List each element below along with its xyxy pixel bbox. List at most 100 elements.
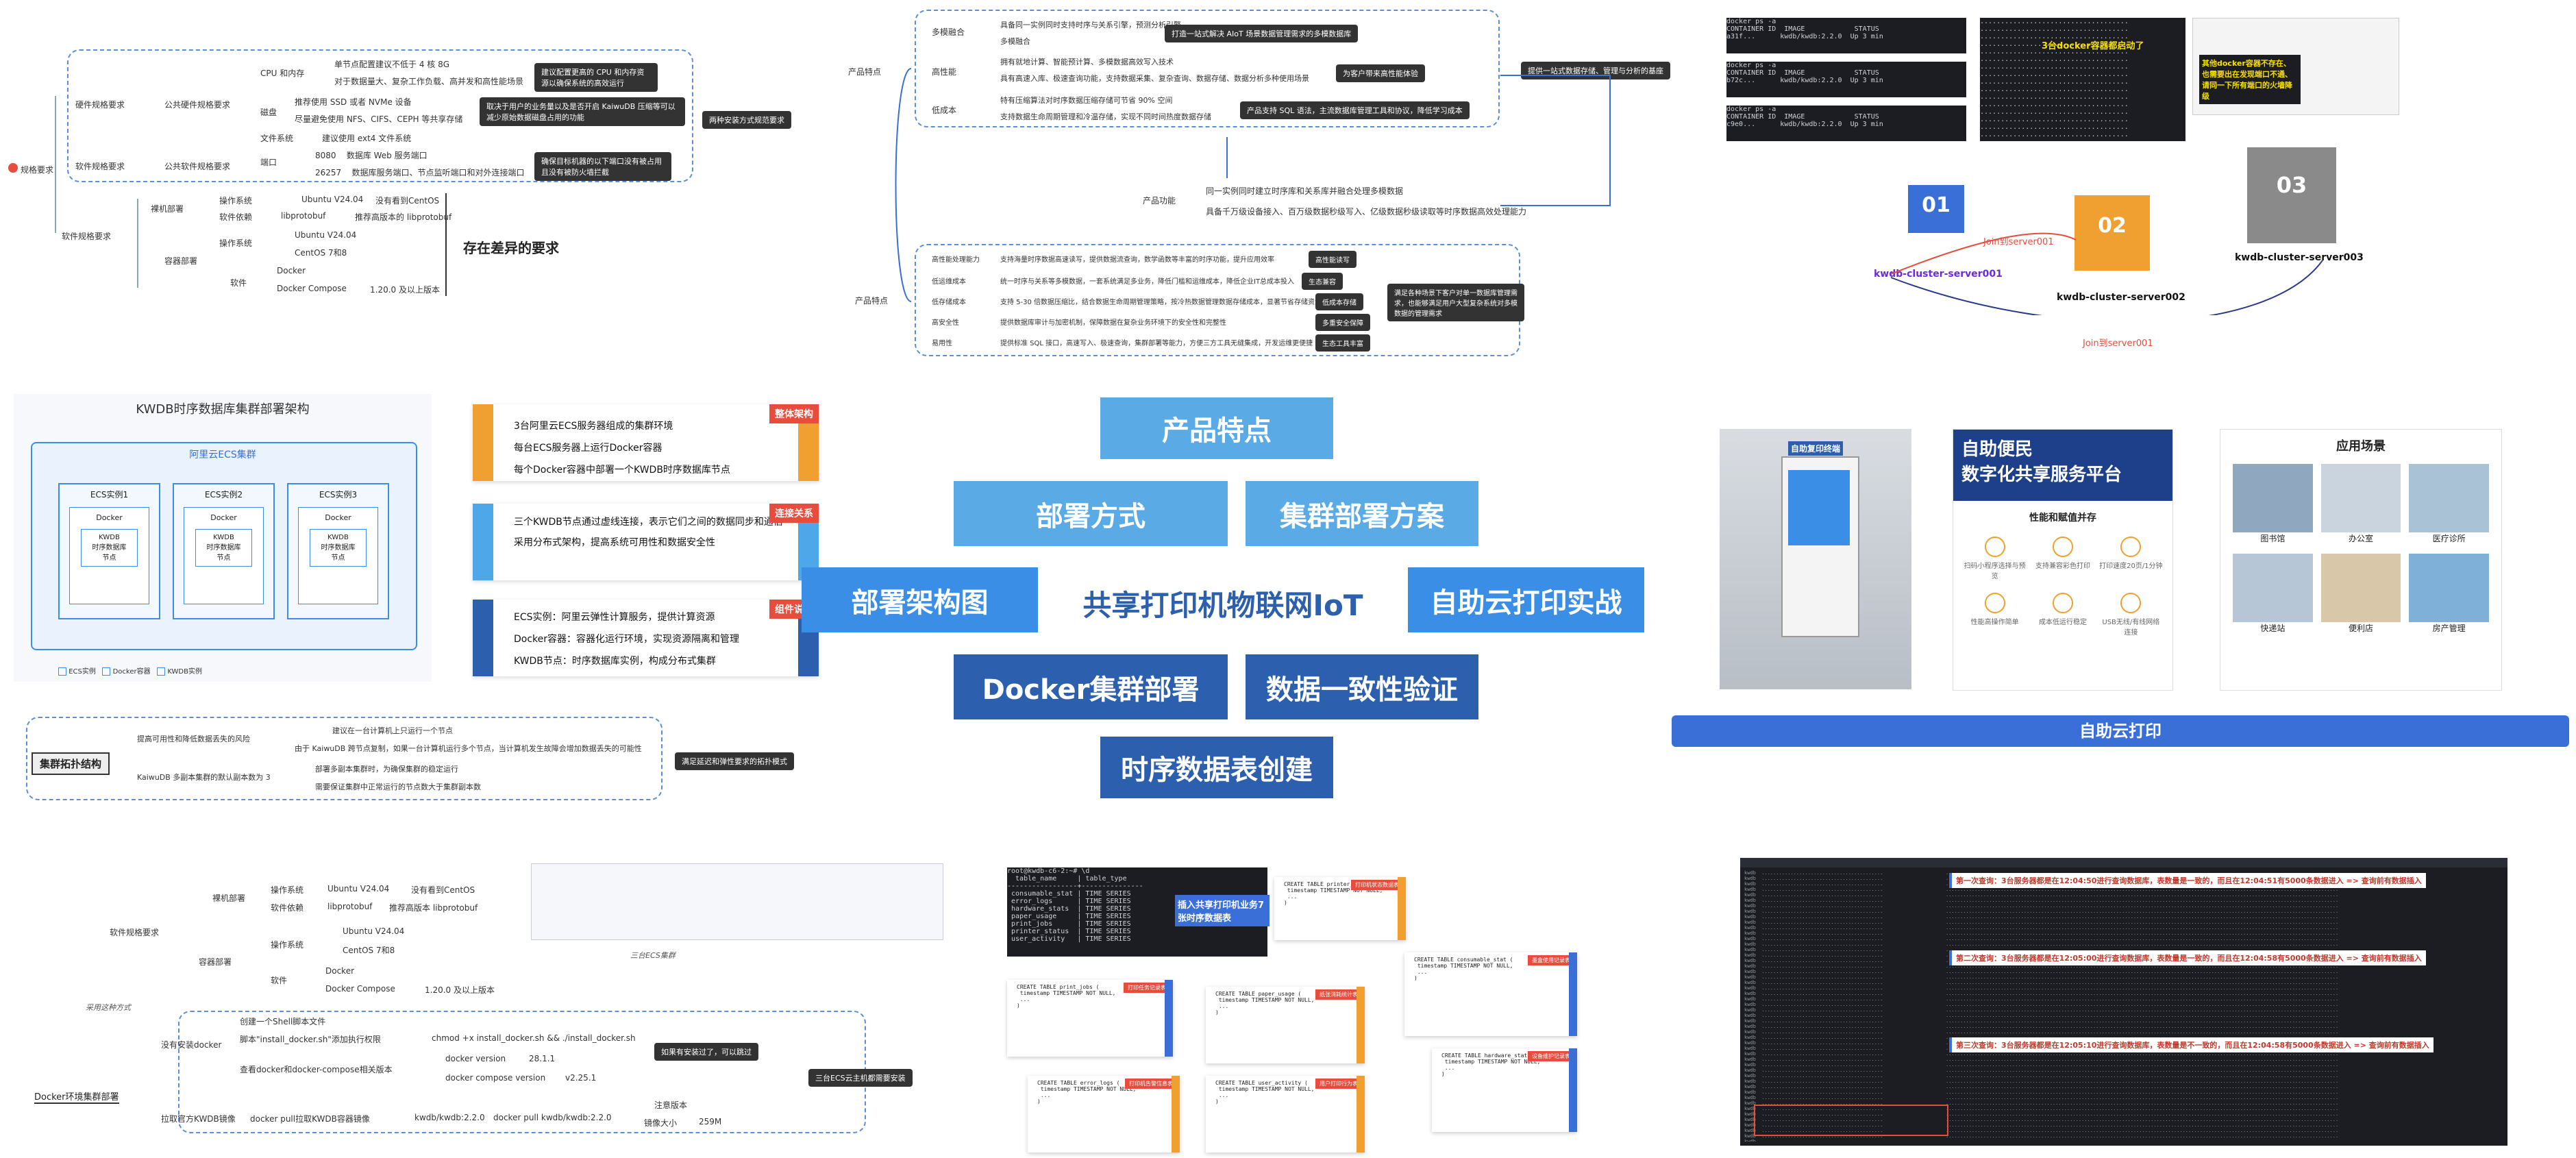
arch-title: KWDB时序数据库集群部署架构 [136,402,310,417]
dm-check: 查看docker和docker-compose相关版本 [240,1065,393,1074]
port-node[interactable]: 端口 [260,158,277,167]
r1-node[interactable]: 高性能处理能力 [932,256,980,264]
dm-dep[interactable]: 软件依赖 [271,903,304,913]
scene-2: 办公室 [2320,464,2401,544]
join-label-2: Join到server001 [2083,338,2153,349]
explain-head-2: 连接关系 [769,504,819,523]
feature-6: USB无线/有线网络连接 [2099,593,2163,637]
scene-title: 应用场景 [2336,439,2386,454]
dm-pull-full: docker pull kwdb/kwdb:2.2.0 [493,1113,612,1122]
docker-root[interactable]: Docker环境集群部署 [34,1089,119,1104]
r3-node[interactable]: 低存储成本 [932,299,966,306]
dm-os2-b: CentOS 7和8 [343,946,395,955]
dm-create: 创建一个Shell脚本文件 [240,1017,326,1026]
dm-os2[interactable]: 操作系统 [271,940,304,950]
perf-b: 具有高速入库、极速查询功能，支持数据采集、复杂查询、数据存储、数据分析多种使用场… [1000,74,1309,83]
port-n1: 8080 数据库 Web 服务端口 [315,151,428,160]
cluster-links [1890,232,2323,315]
r2-node[interactable]: 低运维成本 [932,278,966,286]
fs-node[interactable]: 文件系统 [260,134,294,143]
cpu-node[interactable]: CPU 和内存 [260,69,305,78]
func-node[interactable]: 产品功能 [1143,196,1176,206]
dm-script: 脚本"install_docker.sh"添加执行权限 [240,1035,381,1044]
hardware-node[interactable]: 硬件规格要求 [75,100,125,110]
server-label-02: kwdb-cluster-server002 [2057,292,2185,303]
query-note-3: 第三次查询：3台服务器都是在12:05:10进行查询数据库，表数量是不一致的，而… [1949,1037,2433,1052]
terminal-shot-4: .................................... ...… [1980,18,2185,141]
hub-top-left[interactable]: 部署方式 [954,481,1228,546]
bare-node[interactable]: 裸机部署 [151,204,184,214]
scene-4: 快递站 [2233,554,2313,634]
mm-tag: 打造一站式解决 AIoT 场景数据管理需求的多模数据库 [1165,25,1359,42]
feature-1: 扫码小程序选择与预览 [1963,537,2027,580]
mm-b: 多模融合 [1000,37,1030,46]
hub-bottom[interactable]: 时序数据表创建 [1100,737,1333,798]
container-node[interactable]: 容器部署 [164,256,198,266]
hub-top-right[interactable]: 集群部署方案 [1246,481,1478,546]
terminal-shot-1: docker ps -a CONTAINER ID IMAGE STATUS a… [1726,18,1966,53]
ecs-1-label: ECS实例1 [90,490,129,500]
dm-soft[interactable]: 软件 [271,976,288,985]
dm-screenshot [531,863,943,940]
dm-os[interactable]: 操作系统 [271,885,304,895]
soft-node[interactable]: 软件 [230,278,247,288]
perf-tag: 为客户带来高性能体验 [1336,64,1425,82]
scene-3: 医疗诊所 [2409,464,2489,544]
features-label-2[interactable]: 产品特点 [855,296,889,306]
server-block-03[interactable]: 03 [2247,147,2336,243]
dep1-c: 推荐高版本的 libprotobuf [355,212,452,222]
cost-node[interactable]: 低成本 [932,106,957,115]
software-node[interactable]: 软件规格要求 [75,162,125,171]
dep1-node[interactable]: 软件依赖 [219,212,253,222]
dm-sw[interactable]: 软件规格要求 [110,928,160,937]
port-n2: 26257 数据库服务端口、节点监听端口和对外连接端口 [315,168,525,177]
dep1-v: libprotobuf [281,211,326,221]
hub-right[interactable]: 自助云打印实战 [1408,567,1644,632]
cost-a: 特有压缩算法对时序数据压缩存储可节省 90% 空间 [1000,96,1173,105]
sql-card-5: CREATE TABLE error_logs ( timestamp TIME… [1028,1076,1180,1153]
sql-card-1: CREATE TABLE printer_status ( timestamp … [1274,877,1406,940]
terminal-right: ........................................… [1946,870,2503,1142]
panel-docker-map: Docker环境集群部署 软件规格要求 裸机部署 操作系统 Ubuntu V24… [14,850,943,1151]
topology-tag: 满足延迟和弹性要求的拓扑模式 [675,752,794,770]
r5-node[interactable]: 易用性 [932,340,952,347]
multi-model-node[interactable]: 多模融合 [932,27,965,37]
scene-6: 房产管理 [2409,554,2489,634]
root-dot [8,163,18,173]
r4-node[interactable]: 高安全性 [932,319,959,327]
server-block-02[interactable]: 02 [2075,195,2150,271]
banner-line-1: 自助便民 [1961,439,2033,460]
dm-pull[interactable]: 拉取官方KWDB镜像 [161,1114,236,1124]
dm-dcv: docker compose version [445,1073,546,1083]
os2-node[interactable]: 操作系统 [219,238,253,248]
hub-left[interactable]: 部署架构图 [802,567,1038,632]
hub-bottom-right[interactable]: 数据一致性验证 [1246,654,1478,719]
topology-root[interactable]: 集群拓扑结构 [32,752,110,775]
dm-install[interactable]: 没有安装docker [161,1040,222,1050]
disk-n2: 尽量避免使用 NFS、CIFS、CEPH 等共享存储 [295,114,463,124]
perf-node[interactable]: 高性能 [932,67,957,77]
software-node-2[interactable]: 软件规格要求 [62,232,112,241]
dm-cont[interactable]: 容器部署 [199,957,232,967]
server-block-01[interactable]: 01 [1908,185,1964,233]
explain-head-1: 整体架构 [769,404,819,423]
root-node[interactable]: 规格要求 [8,163,53,175]
public-hw-node[interactable]: 公共硬件规格要求 [164,100,231,110]
r2-tag: 生态兼容 [1302,273,1343,290]
topology-a6: 需要保证集群中正常运行的节点数大于集群副本数 [315,783,481,791]
hub-top[interactable]: 产品特点 [1100,397,1333,459]
disk-node[interactable]: 磁盘 [260,108,277,117]
os1-node[interactable]: 操作系统 [219,196,253,206]
dm-bare[interactable]: 裸机部署 [212,894,246,903]
r2-desc: 统一时序与关系等多模数据，一套系统满足多业务，降低门槛和运维成本，降低企业IT总… [1000,278,1295,286]
panel-explain: 整体架构 3台阿里云ECS服务器组成的集群环境每台ECS服务器上运行Docker… [473,404,819,678]
public-sw-node[interactable]: 公共软件规格要求 [164,162,231,171]
hub-bottom-left[interactable]: Docker集群部署 [954,654,1228,719]
func-a: 同一实例同时建立时序库和关系库并融合处理多模数据 [1206,186,1404,196]
features-label-1[interactable]: 产品特点 [848,67,882,77]
